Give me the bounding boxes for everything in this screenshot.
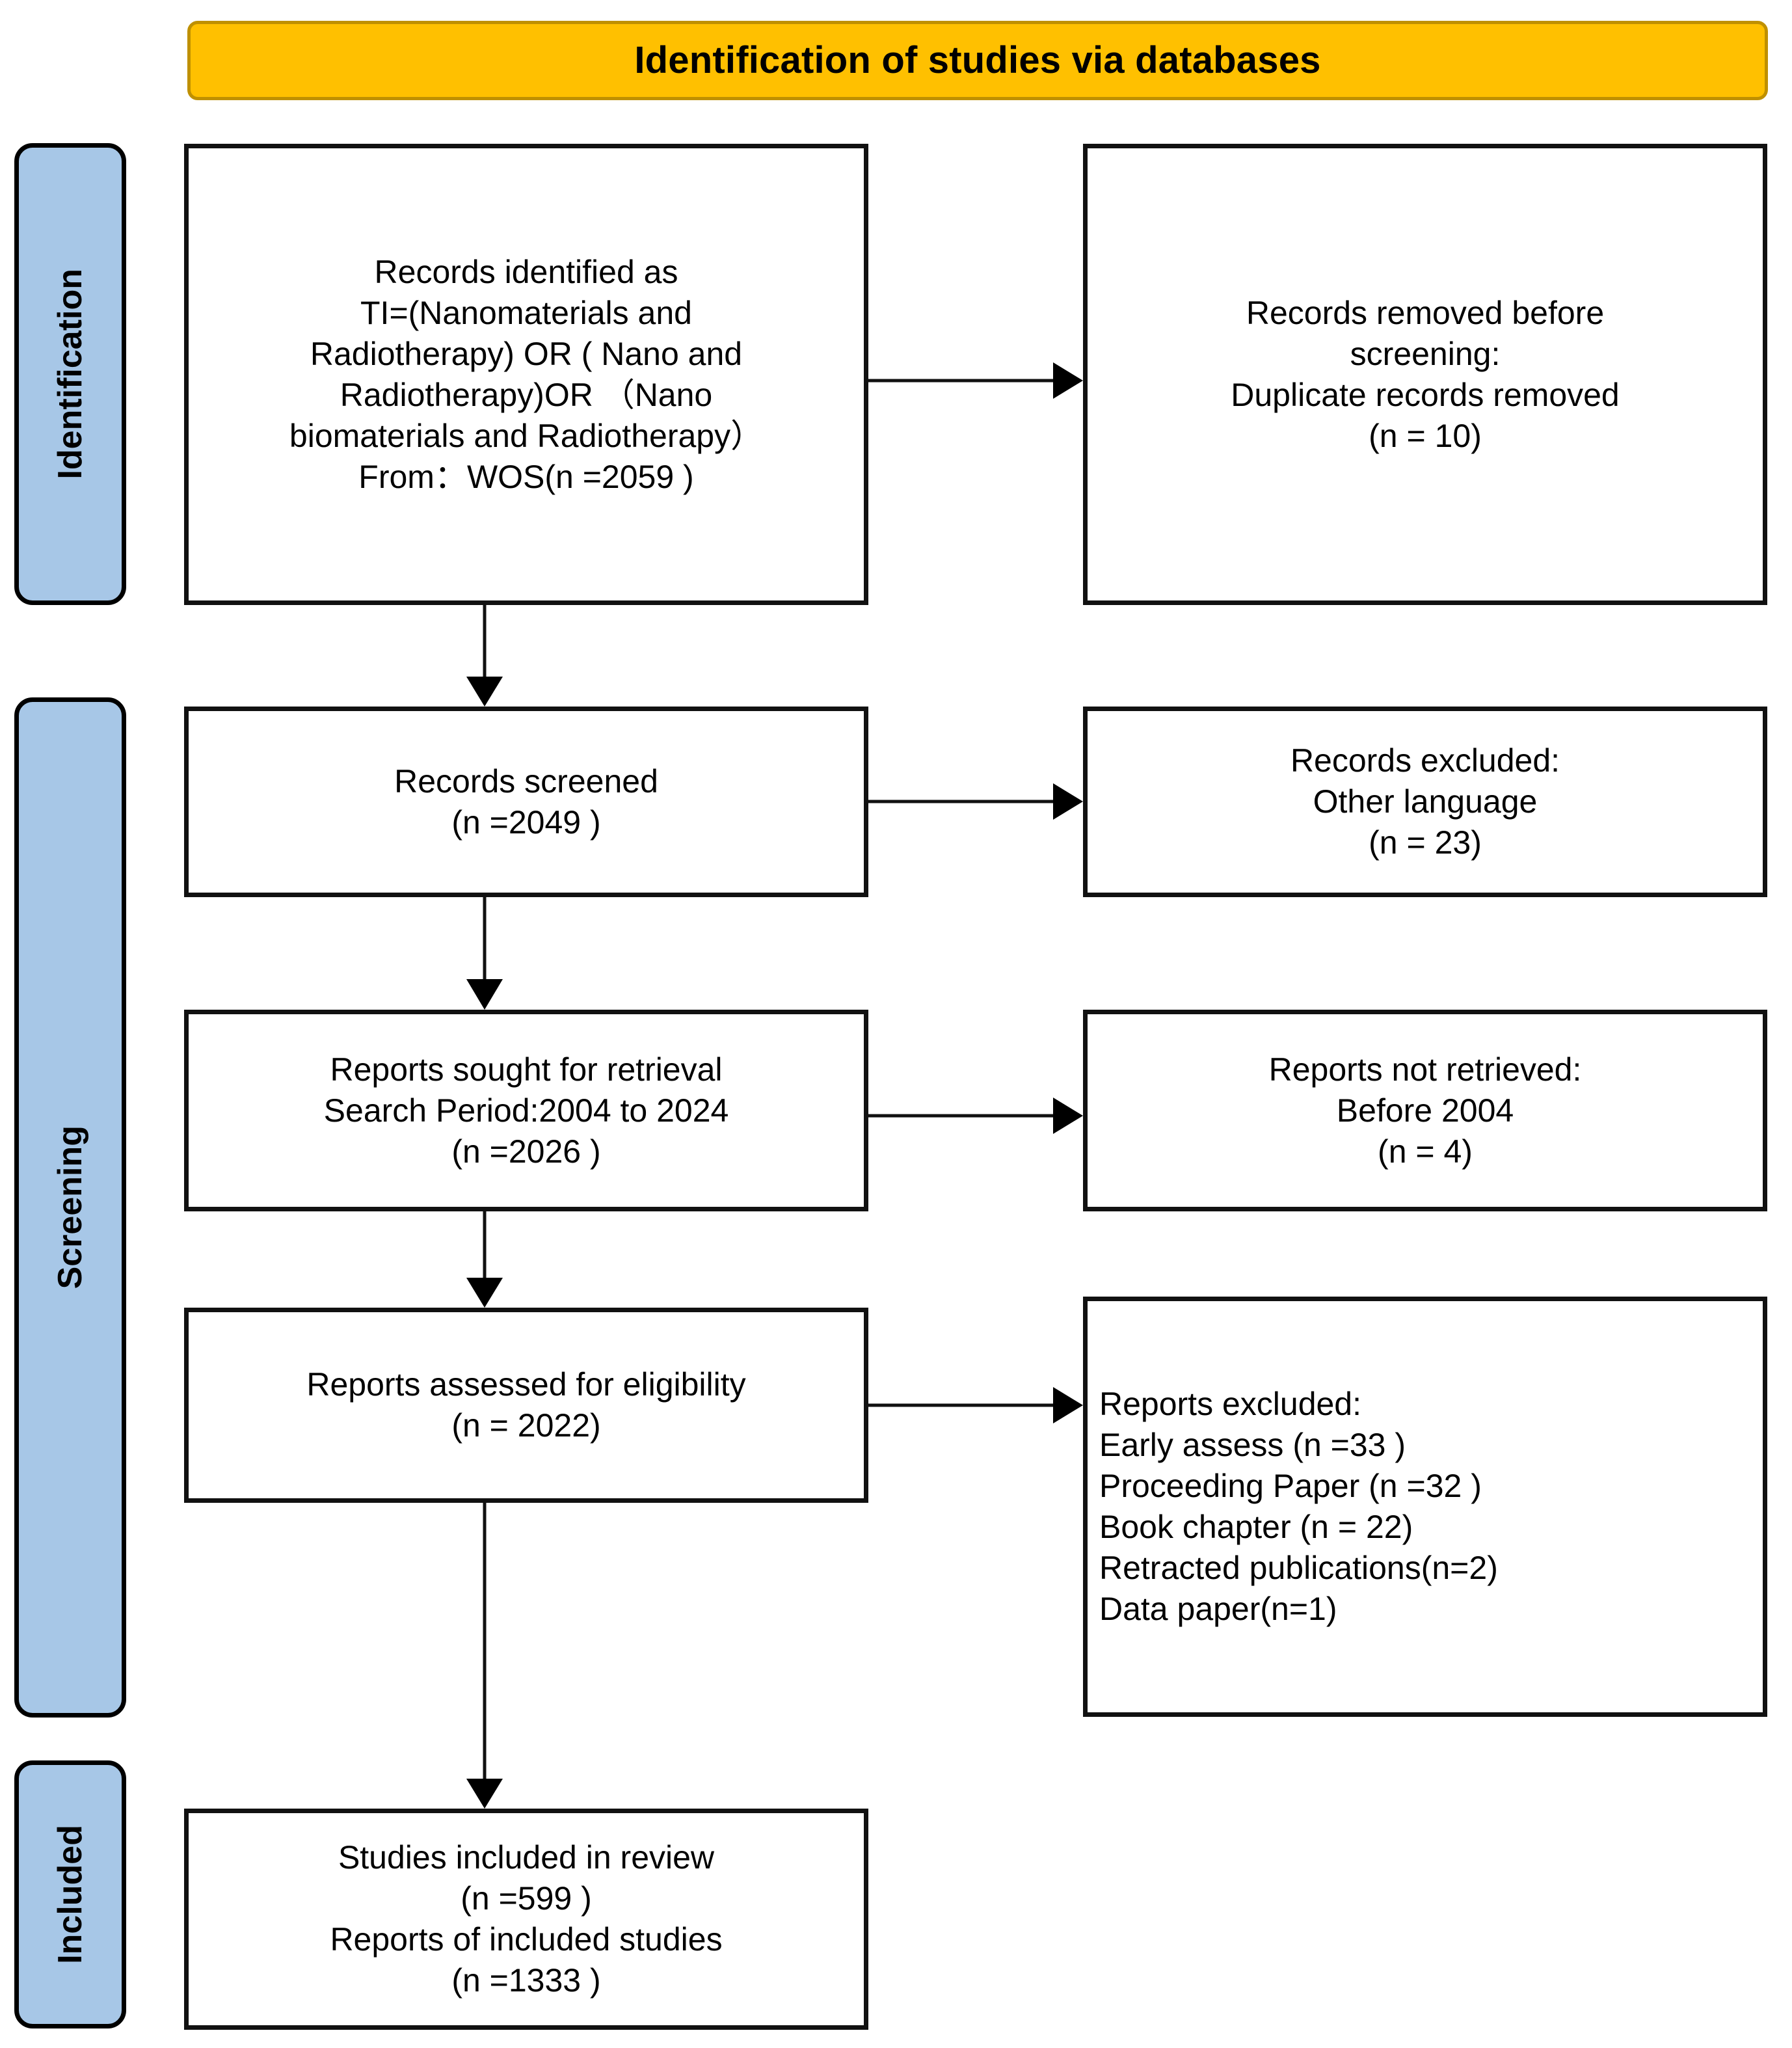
box-reports-assessed-text: Reports assessed for eligibility (n = 20…	[306, 1366, 746, 1444]
arrow-screened-to-sought	[455, 897, 514, 1010]
box-reports-sought: Reports sought for retrieval Search Peri…	[184, 1010, 868, 1211]
box-studies-included: Studies included in review (n =599 ) Rep…	[184, 1809, 868, 2030]
arrow-screened-to-excluded-language	[868, 766, 1083, 837]
box-records-identified: Records identified as TI=(Nanomaterials …	[184, 144, 868, 605]
box-records-screened-text: Records screened (n =2049 )	[394, 762, 658, 841]
box-records-removed: Records removed before screening: Duplic…	[1083, 144, 1767, 605]
stage-bar-included: Included	[14, 1760, 126, 2028]
stage-label-included: Included	[51, 1825, 89, 1964]
box-records-screened: Records screened (n =2049 )	[184, 707, 868, 897]
box-records-excluded-language-text: Records excluded: Other language (n = 23…	[1290, 742, 1560, 861]
arrow-sought-to-not-retrieved	[868, 1080, 1083, 1152]
box-records-excluded-language: Records excluded: Other language (n = 23…	[1083, 707, 1767, 897]
stage-label-screening: Screening	[51, 1125, 89, 1289]
arrow-sought-to-assessed	[455, 1211, 514, 1308]
arrow-identified-to-removed	[868, 345, 1083, 416]
box-reports-sought-text: Reports sought for retrieval Search Peri…	[323, 1051, 729, 1170]
stage-label-identification: Identification	[51, 269, 89, 479]
box-records-removed-text: Records removed before screening: Duplic…	[1231, 294, 1620, 454]
box-records-identified-text: Records identified as TI=(Nanomaterials …	[289, 253, 764, 495]
box-reports-assessed: Reports assessed for eligibility (n = 20…	[184, 1308, 868, 1503]
arrow-assessed-to-reports-excluded	[868, 1369, 1083, 1441]
box-studies-included-text: Studies included in review (n =599 ) Rep…	[330, 1839, 723, 1999]
box-reports-excluded: Reports excluded: Early assess (n =33 ) …	[1083, 1297, 1767, 1717]
box-reports-excluded-text: Reports excluded: Early assess (n =33 ) …	[1099, 1386, 1498, 1627]
box-reports-not-retrieved: Reports not retrieved: Before 2004 (n = …	[1083, 1010, 1767, 1211]
box-reports-not-retrieved-text: Reports not retrieved: Before 2004 (n = …	[1268, 1051, 1582, 1170]
stage-bar-screening: Screening	[14, 697, 126, 1718]
stage-bar-identification: Identification	[14, 143, 126, 605]
diagram-header-banner: Identification of studies via databases	[187, 21, 1768, 100]
arrow-identified-to-screened	[455, 605, 514, 707]
arrow-assessed-to-included	[455, 1503, 514, 1809]
banner-title: Identification of studies via databases	[634, 39, 1321, 82]
